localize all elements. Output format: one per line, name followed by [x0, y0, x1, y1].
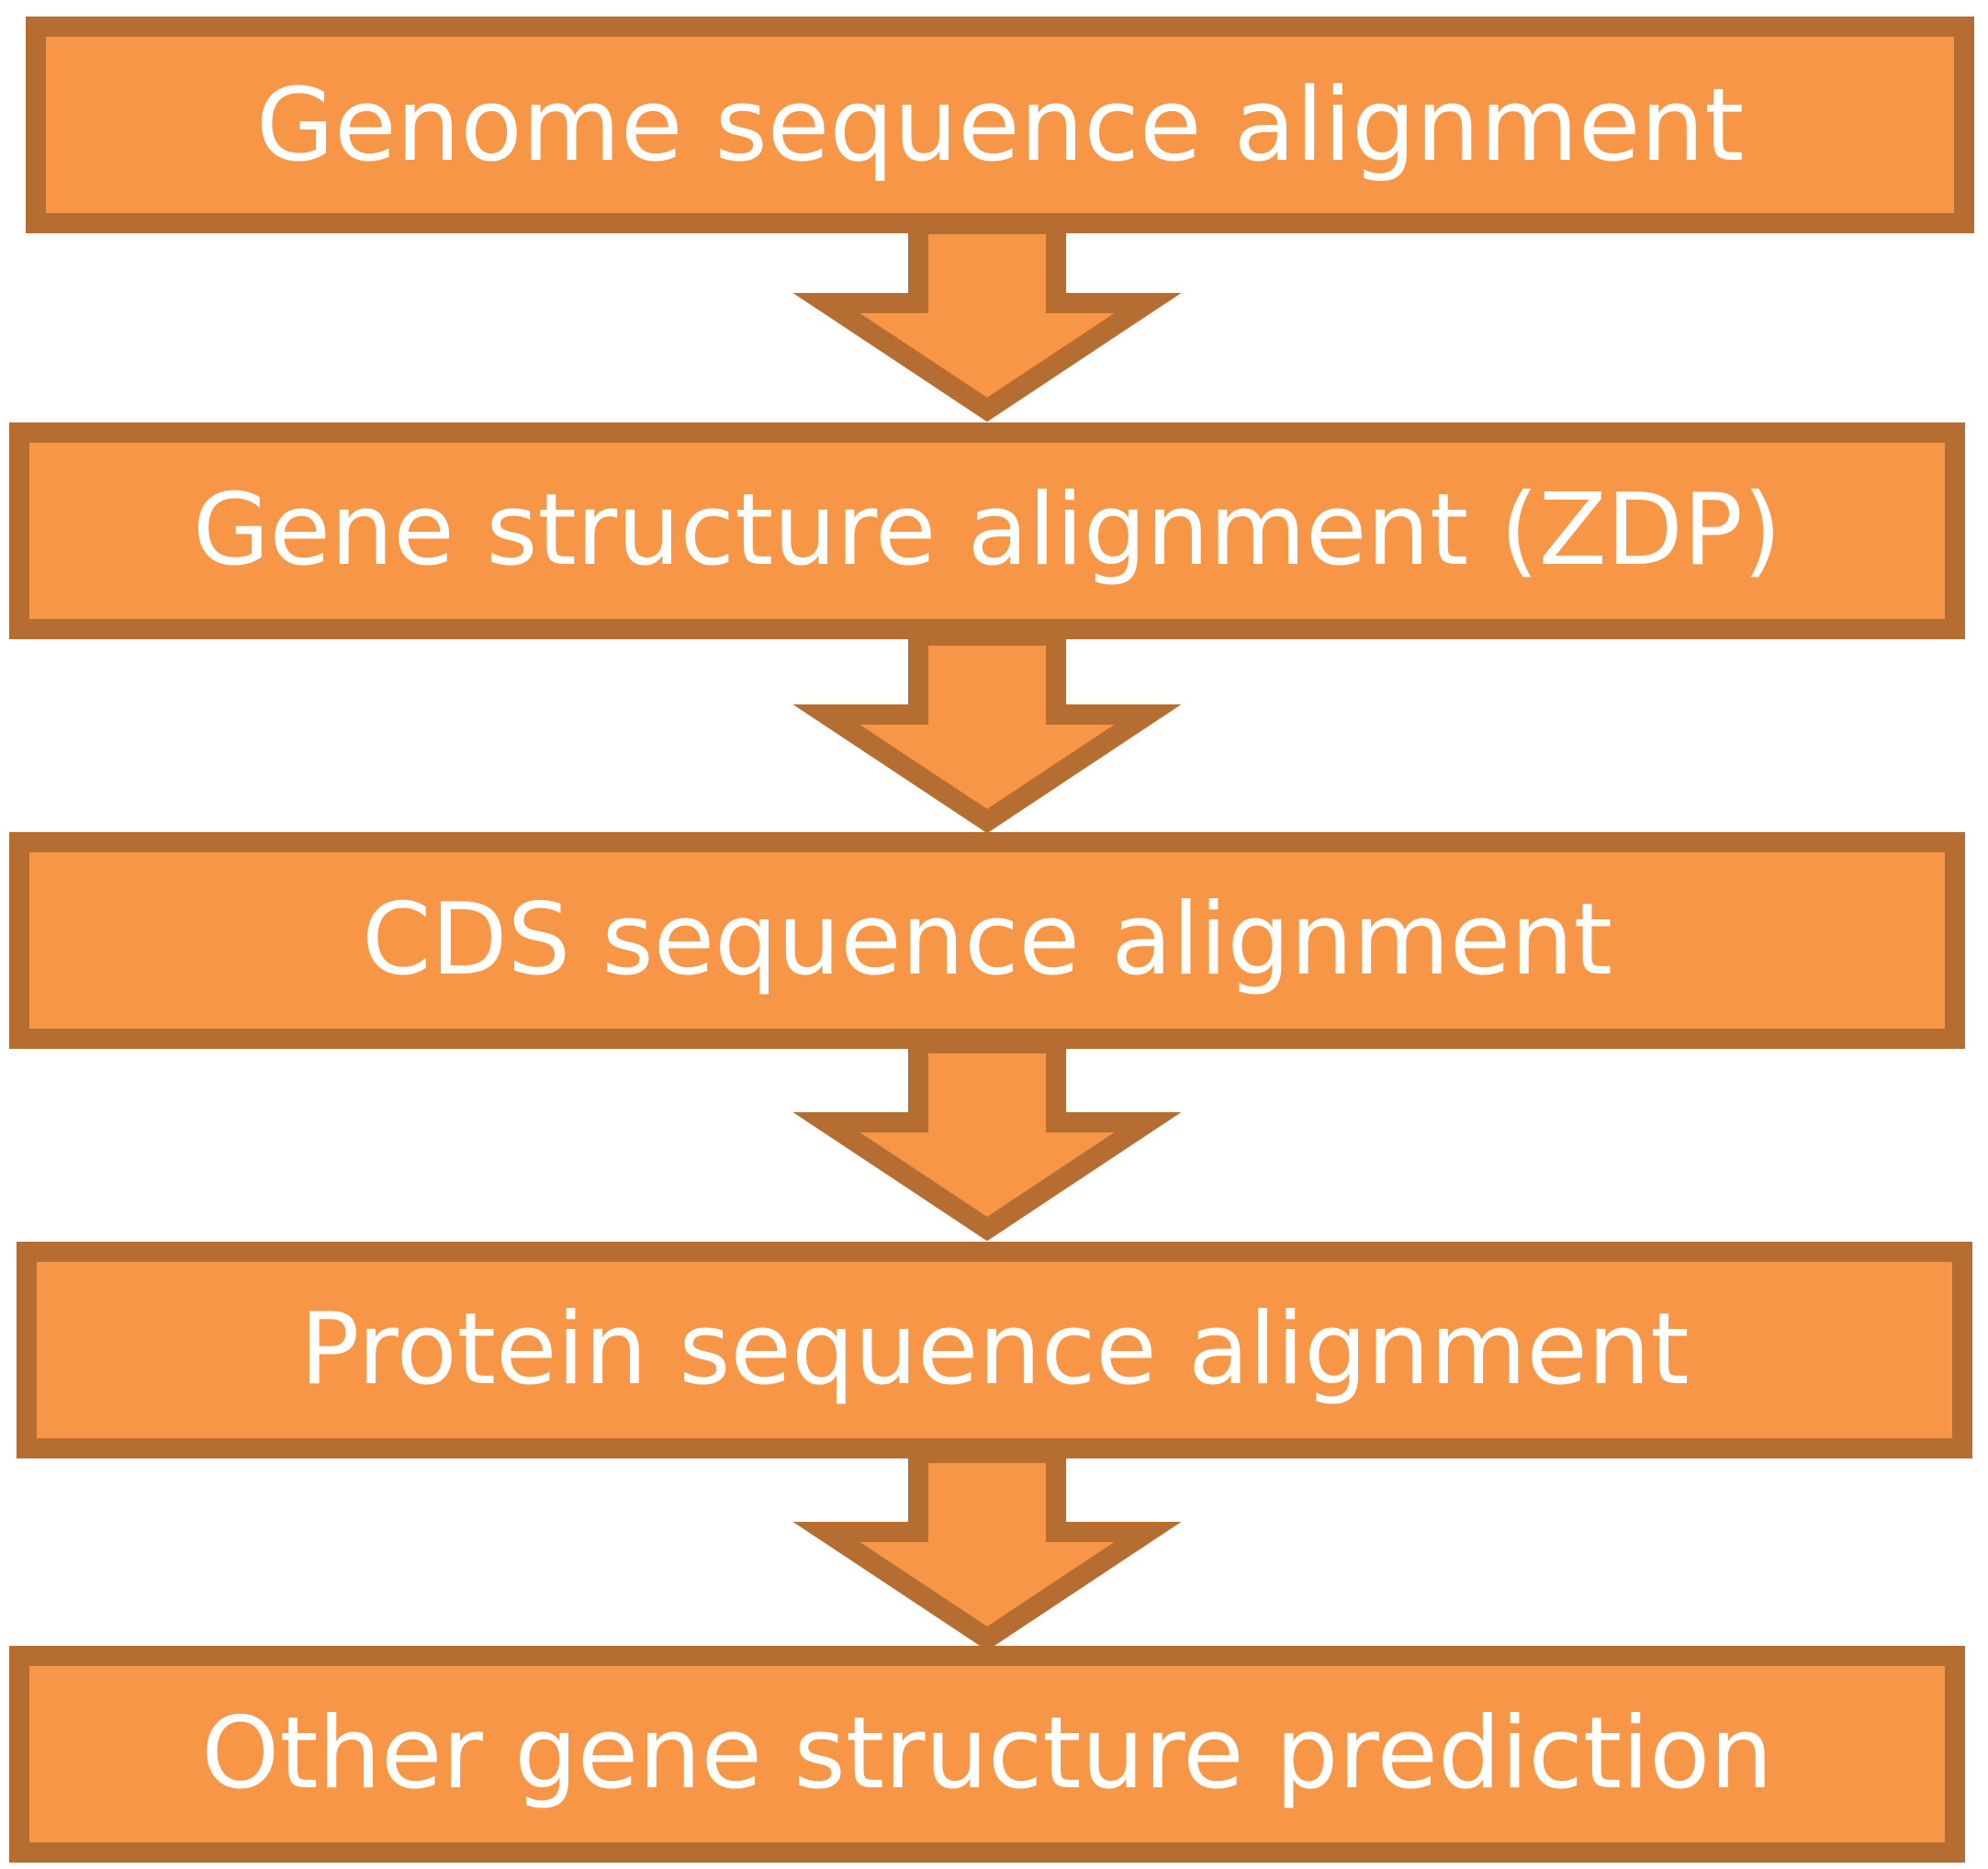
step-protein-sequence-alignment: Protein sequence alignment	[17, 1242, 1972, 1458]
step-label: Genome sequence alignment	[255, 66, 1745, 184]
down-arrow-icon	[792, 625, 1182, 834]
step-gene-structure-alignment: Gene structure alignment (ZDP)	[9, 422, 1965, 639]
step-genome-sequence-alignment: Genome sequence alignment	[26, 17, 1974, 233]
step-cds-sequence-alignment: CDS sequence alignment	[9, 832, 1965, 1049]
step-label: CDS sequence alignment	[362, 883, 1612, 997]
down-arrow-icon	[792, 1443, 1182, 1651]
down-arrow-icon	[792, 214, 1182, 422]
step-label: Gene structure alignment (ZDP)	[192, 473, 1782, 588]
step-label: Protein sequence alignment	[299, 1292, 1690, 1407]
step-other-gene-structure-prediction: Other gene structure prediction	[9, 1646, 1965, 1863]
down-arrow-icon	[792, 1033, 1182, 1242]
step-label: Other gene structure prediction	[201, 1696, 1773, 1811]
